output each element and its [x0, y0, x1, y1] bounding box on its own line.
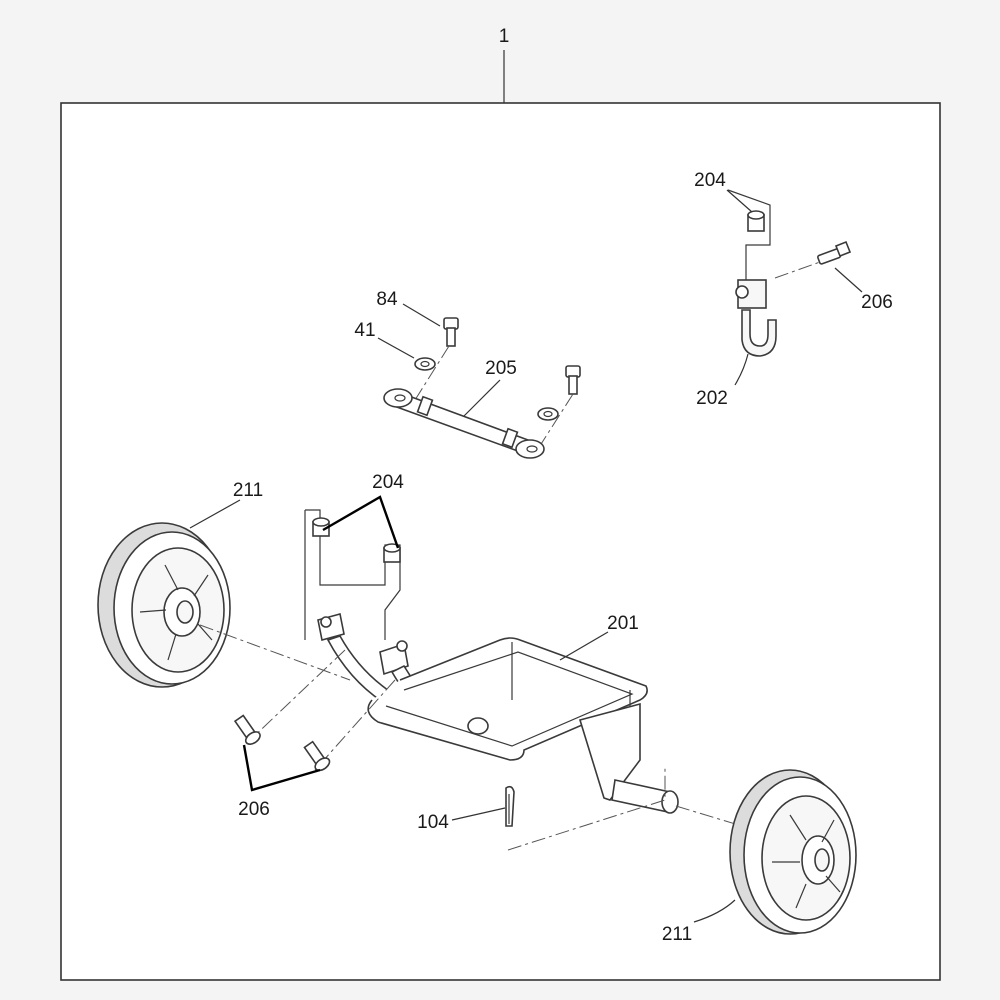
screw-axis-line — [774, 261, 821, 279]
frame-201 — [317, 613, 679, 814]
label-washer: 41 — [354, 320, 375, 341]
wheel-left — [97, 522, 231, 688]
axle-tube — [611, 779, 679, 814]
part-labels: 1 204 206 202 84 41 205 211 204 201 206 … — [233, 26, 893, 945]
wheel-right — [729, 769, 857, 935]
left-axle-line — [199, 624, 351, 681]
link-rod-205 — [383, 388, 545, 459]
bushing-top — [747, 210, 765, 232]
hook-assembly — [727, 189, 852, 357]
hook — [735, 279, 777, 357]
bushing-left — [312, 517, 330, 537]
label-bolt: 84 — [376, 289, 398, 310]
label-frame: 201 — [607, 613, 639, 634]
bushing-right — [383, 543, 401, 563]
cotter-pin-104 — [505, 785, 515, 827]
screws-bottom — [233, 714, 331, 772]
label-screws-bottom: 206 — [238, 799, 270, 820]
label-hook: 202 — [696, 388, 728, 409]
label-bushings-bracket: 204 — [372, 472, 404, 493]
mount-bracket — [304, 509, 401, 640]
label-wheel-right: 211 — [662, 924, 692, 945]
label-screw-top: 206 — [861, 292, 893, 313]
label-assembly: 1 — [499, 26, 510, 47]
label-link-rod: 205 — [485, 358, 517, 379]
label-wheel-left: 211 — [233, 480, 263, 501]
leader-lines — [189, 189, 863, 923]
hook-guide-line — [727, 189, 771, 280]
washer-41 — [414, 357, 436, 371]
label-bushing-top: 204 — [694, 170, 726, 191]
screw-top — [817, 240, 852, 265]
bolt-84 — [443, 317, 459, 347]
link-rod-assembly — [383, 317, 581, 459]
label-cotter-pin: 104 — [417, 812, 449, 833]
